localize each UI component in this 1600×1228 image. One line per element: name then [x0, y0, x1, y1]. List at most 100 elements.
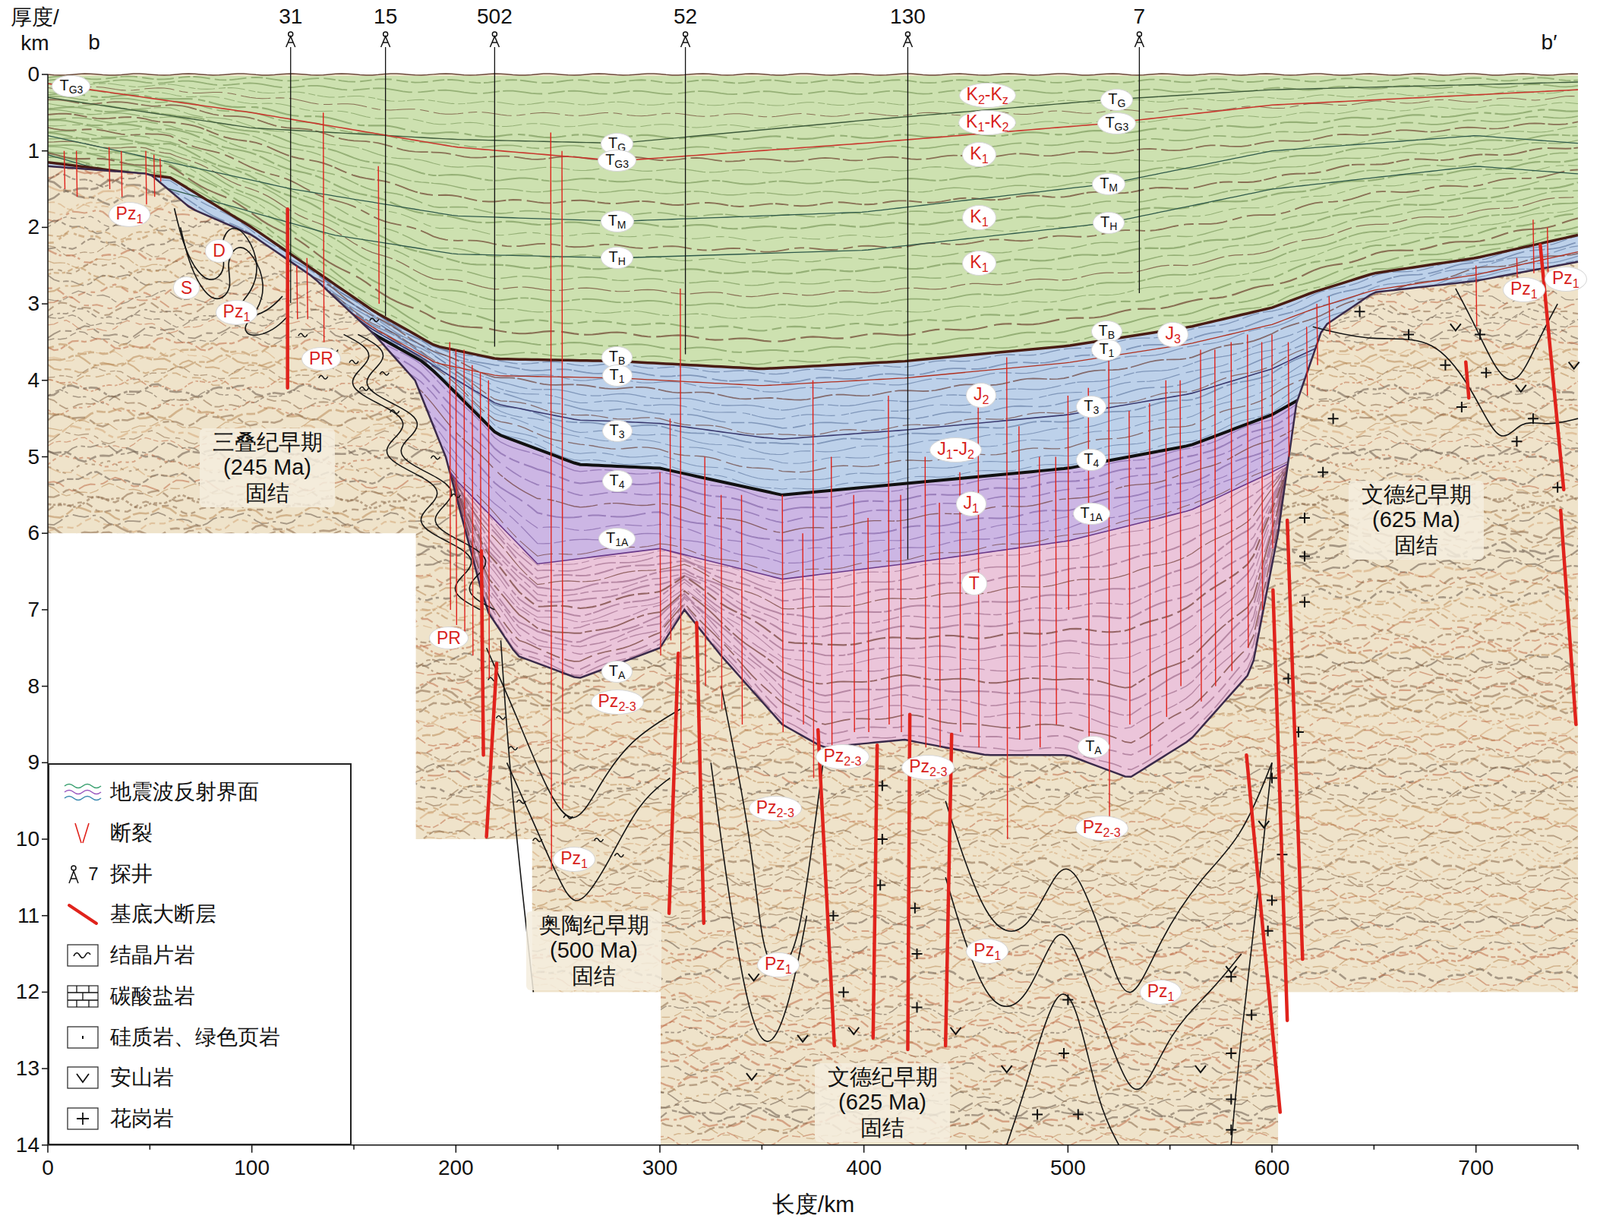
schist-symbol — [430, 455, 440, 460]
axis — [1271, 1145, 1273, 1153]
tick-label: 0 — [27, 62, 40, 87]
node-text: J2 — [973, 384, 989, 407]
node-text: T — [968, 573, 980, 594]
horizon-label: T4 — [1076, 448, 1107, 471]
horizon-label: T4 — [602, 470, 633, 493]
fault — [449, 341, 451, 610]
reflection-horizon — [47, 162, 1578, 370]
subscript: 3 — [1173, 331, 1181, 345]
axis — [1577, 1145, 1579, 1150]
no-data-zone — [531, 991, 661, 1146]
schist-symbol — [359, 387, 369, 392]
seismic-reflector — [47, 197, 1578, 400]
horizon-label: TA — [1077, 735, 1110, 758]
horizon-label: TA — [601, 660, 634, 683]
node-text: Pz1 — [973, 940, 1001, 963]
subscript: 1 — [981, 260, 989, 275]
section-end: b — [88, 30, 101, 55]
stratum-label: Pz2-3 — [590, 689, 644, 715]
fault — [802, 533, 804, 725]
granite-symbol — [1266, 895, 1278, 906]
axis — [557, 1145, 559, 1150]
schist-symbol — [379, 371, 389, 376]
fold-outline — [486, 647, 681, 818]
well-track — [907, 47, 909, 559]
schist-symbol — [533, 838, 543, 843]
subscript: 1 — [618, 372, 625, 386]
axis — [41, 609, 48, 611]
seismic-reflector — [47, 138, 1578, 286]
node-text: J1-J2 — [937, 438, 975, 461]
tick-label: 500 — [1050, 1155, 1086, 1181]
subscript: 2-3 — [843, 753, 862, 767]
seismic-reflector — [47, 141, 1578, 297]
node-text: Pz1 — [223, 301, 251, 324]
fault — [296, 265, 298, 319]
fault — [1533, 219, 1534, 273]
granite-symbol — [1511, 435, 1522, 447]
axis — [41, 302, 48, 305]
legend-text: 花岗岩 — [110, 1104, 174, 1133]
subscript: A — [618, 669, 625, 682]
tick-label: 7 — [27, 597, 40, 622]
legend-sample — [67, 985, 98, 1007]
legend-text: 基底大断层 — [110, 899, 217, 929]
fault — [160, 158, 161, 182]
stratum-label: Pz2-3 — [748, 795, 802, 821]
subscript: G3 — [614, 157, 629, 171]
subscript: 2-3 — [776, 805, 795, 820]
axis — [41, 532, 48, 534]
seismic-reflector — [47, 157, 1578, 353]
basement — [47, 74, 1579, 1146]
axis — [41, 1067, 48, 1070]
schist-symbol — [495, 716, 505, 720]
legend-row: 断裂 — [49, 817, 351, 849]
subscript: 2-3 — [1102, 825, 1121, 840]
legend-sample — [67, 944, 98, 966]
fault — [853, 495, 855, 733]
tick-label: 1 — [27, 138, 40, 164]
fault — [306, 258, 308, 320]
basement-fault — [873, 744, 878, 1039]
axis — [41, 838, 48, 840]
stratum-label: J3 — [1157, 321, 1188, 348]
axis — [659, 1145, 661, 1153]
node-text: TG — [1107, 90, 1126, 110]
stratum-label: Pz1 — [1139, 979, 1183, 1005]
granite-symbol — [1403, 328, 1414, 340]
axis — [47, 1145, 49, 1153]
consolidation-note: 文德纪早期 (625 Ma) 固结 — [1348, 480, 1484, 560]
seismic-reflector — [47, 166, 1578, 375]
seismic-reflector — [47, 152, 1578, 341]
legend-row: 碳酸盐岩 — [49, 981, 351, 1012]
fault — [1200, 350, 1202, 702]
basement — [47, 74, 1578, 1146]
legend-sample — [64, 796, 101, 801]
derrick-symbol — [1134, 36, 1144, 48]
fault — [1214, 350, 1216, 687]
andesite-symbol — [1568, 362, 1580, 370]
legend-sample — [63, 1025, 103, 1050]
fold-outline — [174, 208, 1578, 1146]
fault — [154, 154, 155, 197]
node-text: Pz1 — [1510, 278, 1538, 301]
node-text: T1 — [609, 366, 625, 386]
axis — [41, 1144, 48, 1146]
fault — [721, 495, 723, 710]
no-data-zone — [47, 533, 417, 1146]
seismic-reflector — [47, 119, 1578, 229]
basement-fault — [669, 653, 679, 913]
basement-fault — [481, 550, 484, 755]
node-text: T4 — [609, 471, 625, 491]
legend-text: 断裂 — [110, 818, 153, 848]
granite-symbol — [1456, 401, 1468, 413]
fault — [924, 457, 926, 748]
fault — [1476, 265, 1477, 328]
horizon-label: TG3 — [51, 75, 91, 98]
fold-outline — [507, 762, 671, 901]
axis — [1475, 1145, 1477, 1153]
basement-fault — [486, 662, 497, 837]
well-number: 502 — [476, 4, 513, 29]
tick-label: 14 — [15, 1132, 40, 1158]
fault — [1019, 426, 1020, 740]
